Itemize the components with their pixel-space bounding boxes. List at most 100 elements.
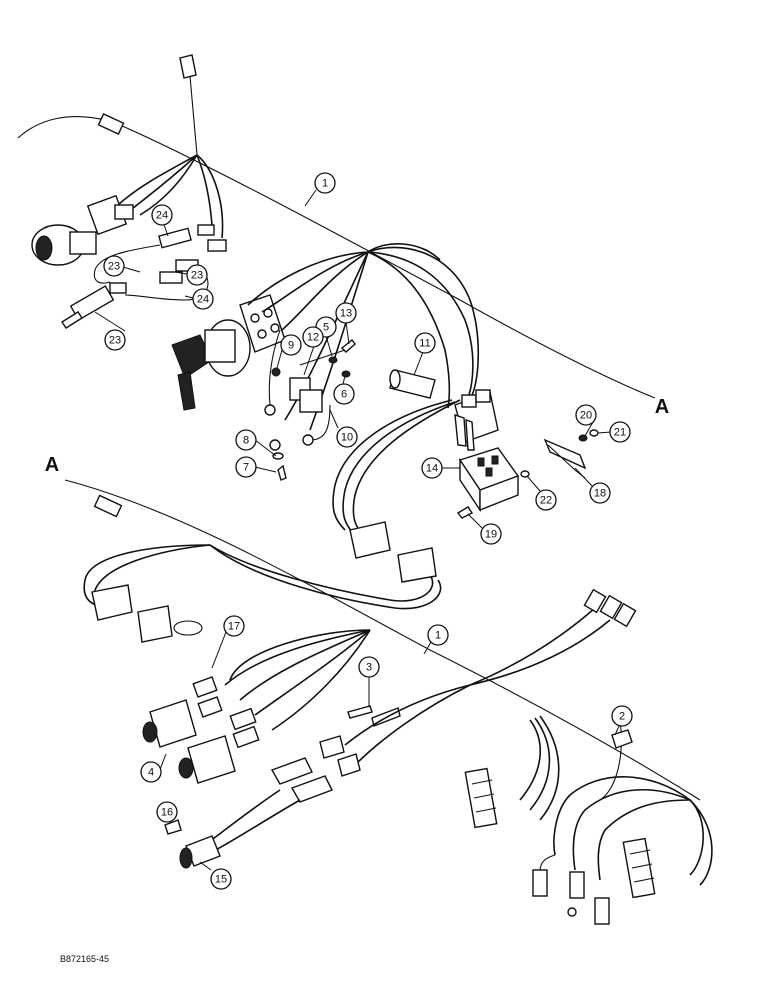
- callout-circle: [421, 457, 443, 479]
- bracket: [543, 438, 587, 470]
- callout-circle: [611, 705, 633, 727]
- connector-24b: [197, 224, 215, 236]
- callout-22: 22: [535, 489, 557, 511]
- callout-4: 4: [140, 761, 162, 783]
- callout-circle: [414, 332, 436, 354]
- callout-circle: [140, 761, 162, 783]
- lower-loop-connectors: [91, 584, 203, 643]
- connector-23b: [159, 271, 183, 284]
- callout-number: 15: [215, 874, 227, 886]
- top-sensor: [179, 54, 197, 79]
- callout-13: 13: [335, 302, 357, 324]
- callout-circle: [609, 421, 631, 443]
- washer-21: [589, 429, 599, 437]
- callout-circle: [335, 302, 357, 324]
- callout-2: 2: [611, 705, 633, 727]
- callout-number: 18: [594, 488, 606, 500]
- callout-15: 15: [210, 868, 232, 890]
- callout-number: 11: [419, 338, 430, 350]
- callout-23: 23: [104, 329, 126, 351]
- nut-20: [578, 434, 588, 442]
- upper-lower-joint-connectors: [349, 521, 437, 583]
- callout-number: 1: [435, 630, 441, 642]
- circuit-breaker-upper: [142, 676, 223, 748]
- reference-label-a-left: A: [45, 454, 59, 476]
- callout-11: 11: [414, 332, 436, 354]
- callout-6: 6: [333, 383, 355, 405]
- callout-number: 23: [191, 270, 203, 282]
- diode-assembly: [289, 349, 346, 413]
- bullet-connector-1: [532, 869, 548, 897]
- callout-14: 14: [421, 457, 443, 479]
- callout-circle: [192, 288, 214, 310]
- rear-plug-2: [599, 594, 623, 620]
- screw-7: [277, 464, 287, 481]
- plug-16: [164, 819, 182, 835]
- callout-number: 23: [108, 261, 120, 273]
- callout-number: 20: [580, 410, 592, 422]
- callout-number: 4: [148, 767, 154, 779]
- circuit-breaker-lower: [178, 707, 260, 784]
- callout-20: 20: [575, 404, 597, 426]
- callout-number: 23: [109, 335, 121, 347]
- callout-number: 12: [307, 332, 319, 344]
- relay-harness-connector: [454, 389, 499, 451]
- callout-1: 1: [427, 624, 449, 646]
- lower-end-plug: [93, 494, 123, 518]
- callout-number: 5: [323, 322, 329, 334]
- callout-circle: [235, 456, 257, 478]
- callout-circle: [589, 482, 611, 504]
- callout-18: 18: [589, 482, 611, 504]
- callout-number: 9: [288, 340, 294, 352]
- callout-circle: [358, 656, 380, 678]
- relay: [458, 447, 520, 513]
- callout-number: 2: [619, 711, 625, 723]
- callout-circle: [302, 326, 324, 348]
- callout-circle: [427, 624, 449, 646]
- callout-number: 3: [366, 662, 372, 674]
- callout-circle: [333, 383, 355, 405]
- callout-23: 23: [186, 264, 208, 286]
- callout-number: 24: [156, 210, 168, 222]
- pressure-switch-upper: [31, 194, 134, 266]
- temperature-sender: [61, 282, 127, 329]
- clip-2: [611, 729, 633, 749]
- callout-circle: [480, 523, 502, 545]
- callout-number: 8: [243, 435, 249, 447]
- callout-circle: [336, 426, 358, 448]
- callout-number: 7: [243, 462, 249, 474]
- callout-24: 24: [151, 204, 173, 226]
- callout-1: 1: [314, 172, 336, 194]
- nut-6: [341, 370, 351, 378]
- callout-21: 21: [609, 421, 631, 443]
- callout-17: 17: [223, 615, 245, 637]
- callout-24: 24: [192, 288, 214, 310]
- callout-12: 12: [302, 326, 324, 348]
- rear-right-lamp-connectors: [622, 837, 656, 899]
- connector-24a: [158, 227, 192, 249]
- callout-7: 7: [235, 456, 257, 478]
- upper-end-plug: [97, 112, 125, 136]
- drawing-number: B872165-45: [60, 954, 109, 964]
- ignition-connector-block: [239, 294, 286, 353]
- callout-number: 19: [485, 529, 497, 541]
- callout-number: 16: [161, 807, 173, 819]
- nut-9: [271, 367, 281, 377]
- callout-circle: [103, 255, 125, 277]
- washer-22: [520, 470, 530, 478]
- screw-19: [456, 506, 474, 519]
- callout-number: 17: [228, 621, 240, 633]
- rear-plug-1: [583, 588, 607, 614]
- callout-9: 9: [280, 334, 302, 356]
- callout-number: 24: [197, 294, 209, 306]
- callout-circle: [535, 489, 557, 511]
- callout-19: 19: [480, 523, 502, 545]
- callout-16: 16: [156, 801, 178, 823]
- callout-circle: [210, 868, 232, 890]
- washer-8: [272, 452, 284, 460]
- callout-number: 10: [341, 432, 353, 444]
- callout-circle: [575, 404, 597, 426]
- callout-23: 23: [103, 255, 125, 277]
- pressure-sender: [179, 835, 221, 869]
